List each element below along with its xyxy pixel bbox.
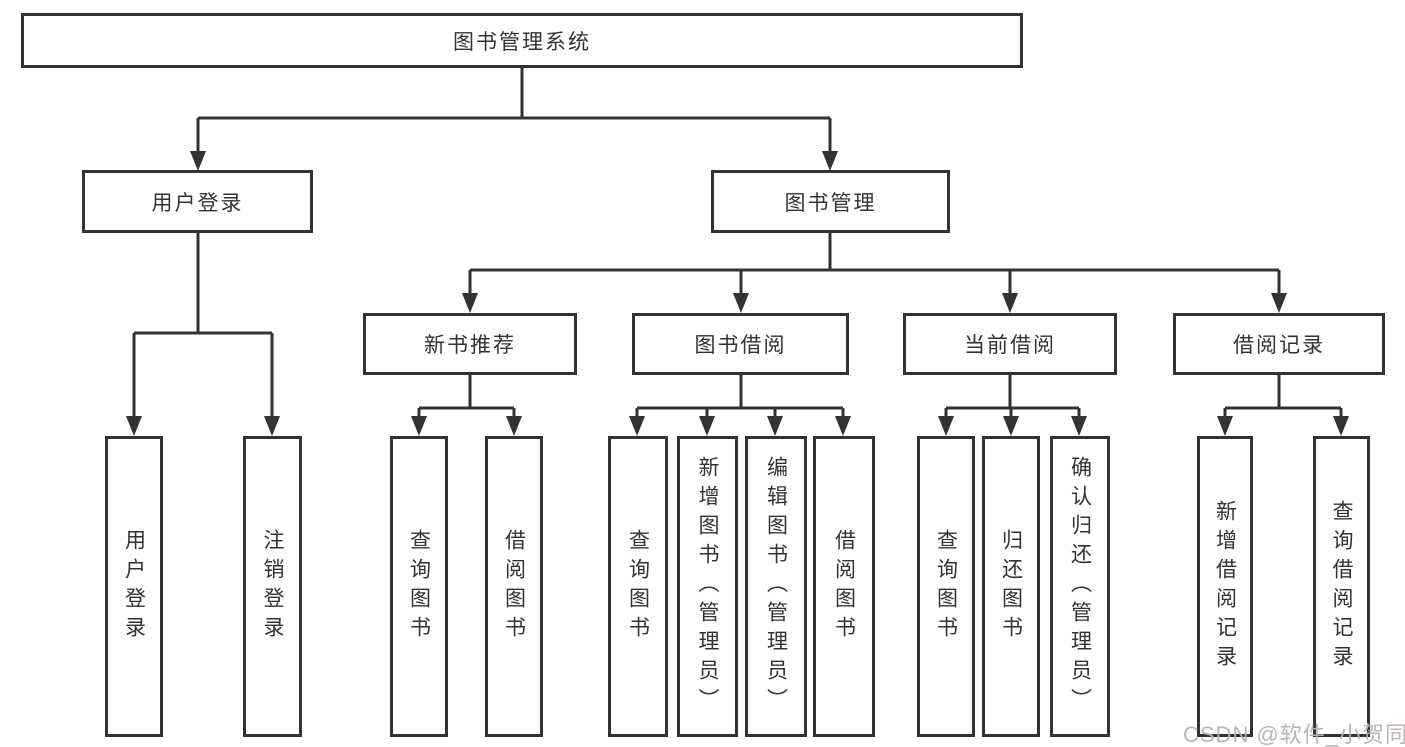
node-label: 新书推荐 bbox=[424, 334, 516, 357]
leaf-borrow-books-1: 借阅图书 bbox=[485, 436, 543, 737]
node-label: 当前借阅 bbox=[964, 334, 1056, 357]
node-book-borrowing: 图书借阅 bbox=[632, 313, 849, 375]
node-label: 图书管理系统 bbox=[453, 30, 591, 54]
leaf-logout: 注销登录 bbox=[243, 436, 302, 737]
node-label: 查询图书 bbox=[407, 528, 431, 645]
leaf-edit-books-admin: 编辑图书（管理员） bbox=[745, 436, 807, 737]
node-new-book-recommend: 新书推荐 bbox=[363, 313, 577, 375]
node-label: 新增图书（管理员） bbox=[696, 456, 719, 717]
node-current-borrowing: 当前借阅 bbox=[903, 313, 1117, 375]
node-label: 查询图书 bbox=[934, 528, 958, 645]
leaf-add-books-admin: 新增图书（管理员） bbox=[677, 436, 738, 737]
node-label: 借阅记录 bbox=[1233, 334, 1325, 357]
node-label: 图书借阅 bbox=[694, 334, 787, 357]
node-label: 用户登录 bbox=[151, 191, 244, 215]
node-label: 图书管理 bbox=[784, 191, 877, 215]
node-label: 注销登录 bbox=[261, 528, 284, 645]
arrowheads bbox=[126, 151, 1349, 436]
csdn-watermark: CSDN @软件_小贺同学 bbox=[1183, 722, 1405, 747]
leaf-user-login: 用户登录 bbox=[105, 436, 163, 737]
node-label: 用户登录 bbox=[122, 528, 146, 645]
node-root-system: 图书管理系统 bbox=[21, 13, 1023, 68]
node-borrow-records: 借阅记录 bbox=[1173, 313, 1385, 375]
leaf-query-books-2: 查询图书 bbox=[608, 436, 668, 737]
leaf-query-books-3: 查询图书 bbox=[917, 436, 975, 737]
node-label: 确认归还（管理员） bbox=[1068, 456, 1092, 717]
leaf-borrow-books-2: 借阅图书 bbox=[813, 436, 875, 737]
node-book-management: 图书管理 bbox=[711, 170, 950, 233]
node-label: 归还图书 bbox=[999, 528, 1023, 645]
node-label: 借阅图书 bbox=[832, 528, 856, 645]
node-label: 新增借阅记录 bbox=[1213, 499, 1237, 674]
node-label: 借阅图书 bbox=[502, 528, 526, 645]
node-user-login: 用户登录 bbox=[82, 170, 313, 233]
node-label: 编辑图书（管理员） bbox=[764, 456, 788, 717]
leaf-query-books-1: 查询图书 bbox=[390, 436, 448, 737]
leaf-add-borrow-record: 新增借阅记录 bbox=[1197, 436, 1253, 737]
leaf-return-books: 归还图书 bbox=[982, 436, 1040, 737]
node-label: 查询借阅记录 bbox=[1330, 499, 1353, 674]
leaf-confirm-return-admin: 确认归还（管理员） bbox=[1050, 436, 1110, 737]
leaf-query-borrow-record: 查询借阅记录 bbox=[1313, 436, 1370, 737]
node-label: 查询图书 bbox=[626, 528, 650, 645]
